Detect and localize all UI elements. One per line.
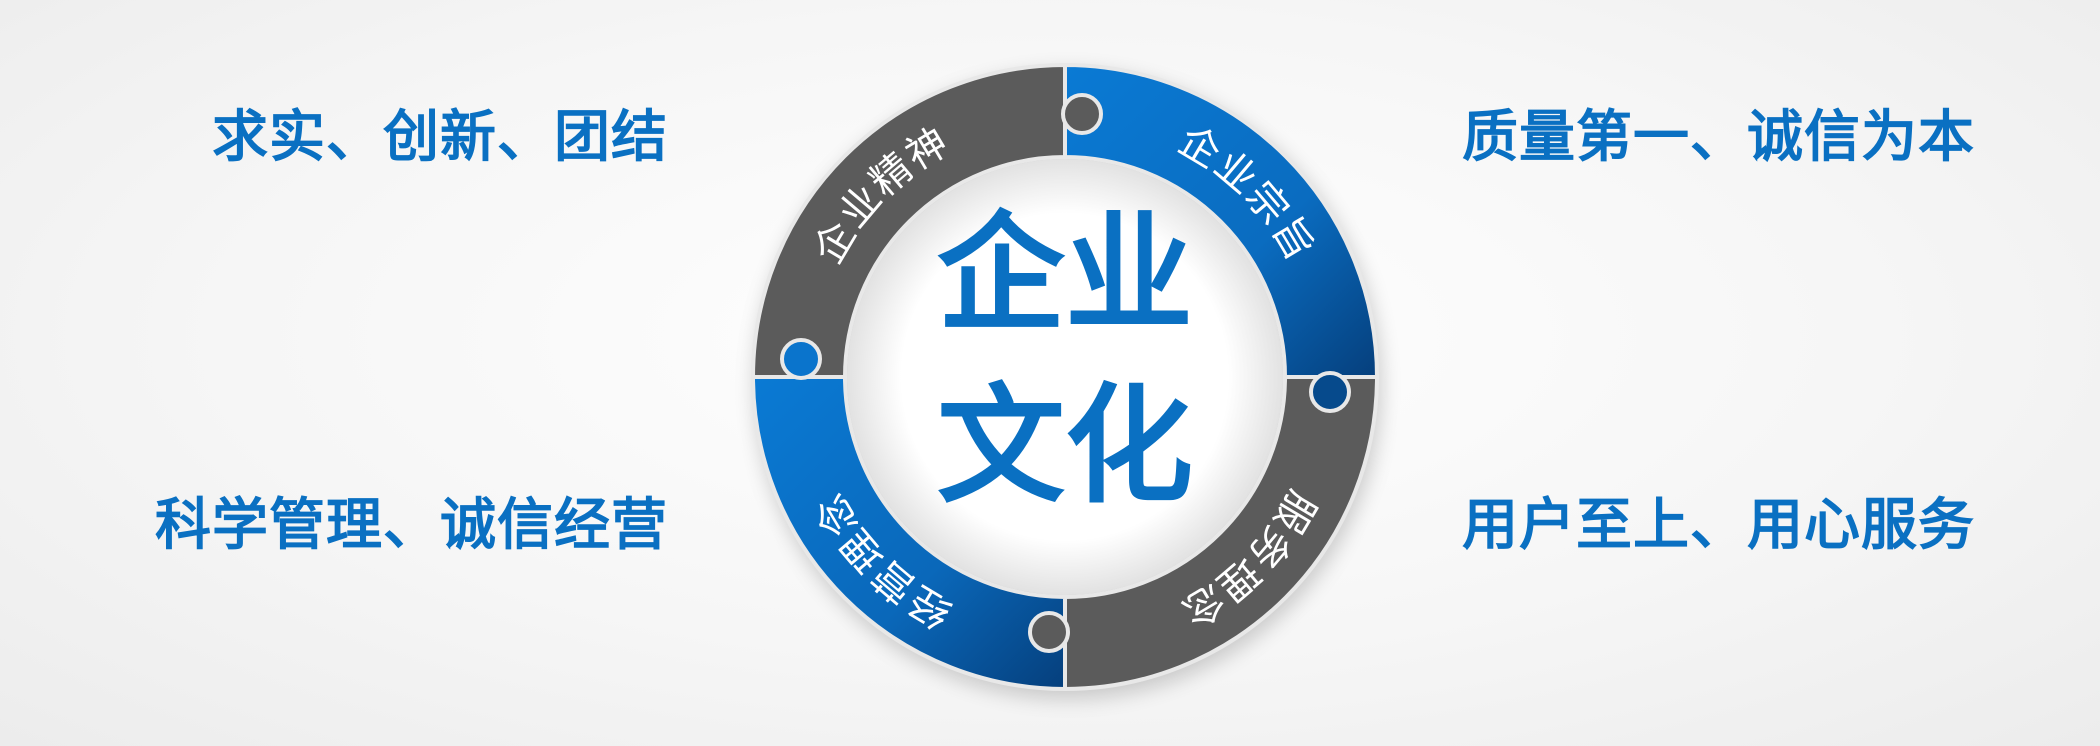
knob-top-puzzle-icon [1061, 93, 1103, 135]
center-title-line1: 企业 [937, 200, 1193, 349]
text-top-left: 求实、创新、团结 [212, 105, 668, 170]
ring-segment-4 [750, 375, 1067, 692]
knob-bottom-puzzle-icon [1028, 611, 1070, 653]
ring-segment-3 [1063, 375, 1380, 692]
ring-segment-2 [1063, 62, 1380, 379]
ring-segment-1 [750, 62, 1067, 379]
knob-left-puzzle-icon [780, 338, 822, 380]
center-title-line2: 文化 [937, 372, 1193, 521]
knob-right-puzzle-icon [1309, 371, 1351, 413]
text-top-right: 质量第一、诚信为本 [1462, 105, 1975, 170]
inner-disk [847, 159, 1283, 595]
text-bottom-right: 用户至上、用心服务 [1462, 493, 1975, 558]
text-bottom-left: 科学管理、诚信经营 [155, 493, 668, 558]
